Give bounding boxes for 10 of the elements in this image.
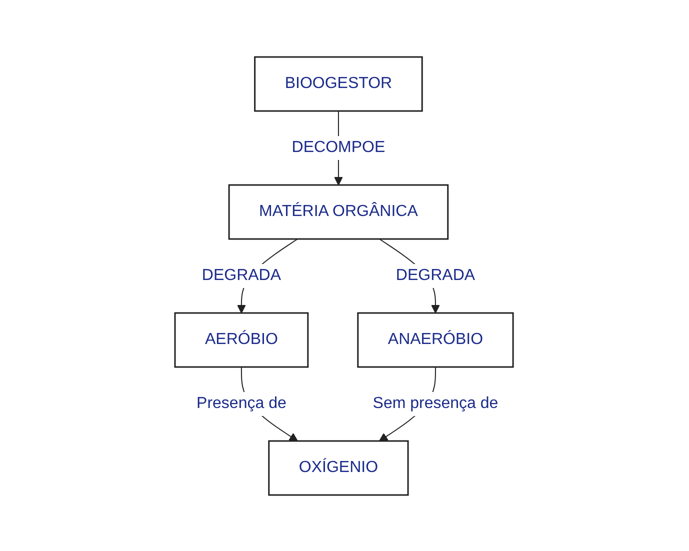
node-box: ANAERÓBIO [358, 312, 514, 368]
node-box: OXÍGENIO [268, 440, 410, 496]
node-box: BIOOGESTOR [254, 56, 424, 112]
edge-label: DECOMPOE [292, 138, 386, 156]
node-box: AERÓBIO [174, 312, 310, 368]
node-box: MATÉRIA ORGÂNICA [228, 184, 450, 240]
edge-label: DEGRADA [202, 266, 282, 284]
edge-label: Sem presença de [373, 394, 499, 412]
edge-label: DEGRADA [396, 266, 476, 284]
edge-label: Presença de [197, 394, 287, 412]
